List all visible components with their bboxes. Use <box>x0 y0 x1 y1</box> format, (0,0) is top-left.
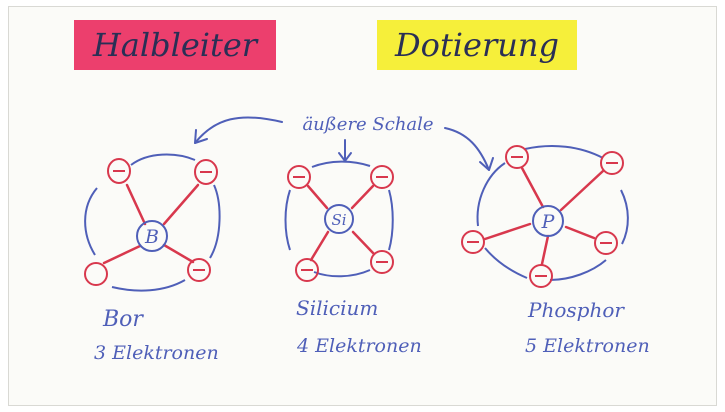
atom-silicon: Si <box>284 160 394 282</box>
phosphor-bond-right <box>564 225 596 240</box>
silicon-electron-4 <box>295 258 319 282</box>
phosphor-bond-down <box>540 234 550 266</box>
title-halbleiter: Halbleiter <box>92 26 259 64</box>
boron-bond-downright <box>162 243 195 264</box>
silicon-electron-1 <box>287 165 311 189</box>
boron-hole <box>84 262 108 286</box>
boron-shell-arc-left <box>84 187 98 256</box>
phosphor-electron-3 <box>594 231 618 255</box>
phosphor-electron-5 <box>461 230 485 254</box>
boron-shell-arc-bottom <box>111 279 186 292</box>
title-halbleiter-box <box>74 20 276 70</box>
boron-shell-arc-top <box>130 153 196 166</box>
phosphor-bond-up <box>520 166 545 209</box>
boron-nucleus <box>136 220 168 252</box>
silicon-bond-downleft <box>309 230 330 262</box>
phosphor-shell-arc-left <box>476 162 506 227</box>
silicon-electron-3 <box>370 250 394 274</box>
phosphor-shell-arc-right <box>620 189 629 245</box>
arrow-to-boron-shell <box>194 116 283 144</box>
silicon-symbol: Si <box>331 211 346 229</box>
phosphor-electron-4 <box>529 264 553 288</box>
phosphor-nucleus <box>532 205 564 237</box>
boron-electron-1 <box>107 158 131 184</box>
silicon-bond-downright <box>351 230 376 256</box>
phosphor-shell-arc-lowerright <box>549 259 607 281</box>
silicon-nucleus <box>324 204 354 234</box>
boron-bond-upleft <box>125 183 147 226</box>
atom-phosphorus: P <box>461 145 629 288</box>
arrow-to-boron-shell-head <box>194 129 208 144</box>
silicon-bond-upleft <box>306 184 329 210</box>
phosphor-shell-arc-lowerleft <box>484 247 528 279</box>
silicon-shell-arc-right <box>388 189 394 251</box>
atom-boron: B <box>84 153 221 292</box>
label-silicon-electrons: 4 Elektronen <box>296 335 422 357</box>
phosphor-shell-arc-upper <box>524 145 604 159</box>
boron-electron-2 <box>194 159 218 185</box>
phosphor-electron-1 <box>505 145 529 169</box>
boron-symbol: B <box>144 226 159 248</box>
label-phosphor-electrons: 5 Elektronen <box>525 335 650 357</box>
label-boron-electrons: 3 Elektronen <box>94 342 219 364</box>
boron-electron-3 <box>187 258 211 282</box>
boron-shell-arc-right <box>209 184 221 259</box>
whiteboard <box>8 6 717 406</box>
arrow-to-phosphor-shell-head <box>479 157 494 171</box>
label-boron-name: Bor <box>102 307 144 332</box>
label-silicon-name: Silicium <box>296 296 378 320</box>
phosphor-symbol: P <box>541 211 556 233</box>
title-dotierung-box <box>377 20 577 70</box>
silicon-shell-arc-top <box>311 160 371 168</box>
phosphor-bond-upright <box>559 169 605 212</box>
phosphor-electron-2 <box>600 151 624 175</box>
silicon-shell-arc-bottom <box>313 269 371 278</box>
boron-bond-upright <box>162 183 200 226</box>
label-phosphor-name: Phosphor <box>527 298 625 322</box>
silicon-bond-upright <box>350 184 375 210</box>
silicon-electron-2 <box>370 165 394 189</box>
arrow-to-phosphor-shell <box>444 127 490 171</box>
phosphor-bond-left <box>483 222 532 241</box>
silicon-shell-arc-left <box>284 189 291 251</box>
annotation-outer-shell: äußere Schale <box>302 114 433 135</box>
title-dotierung: Dotierung <box>394 26 559 64</box>
boron-bond-downleft <box>102 244 142 265</box>
